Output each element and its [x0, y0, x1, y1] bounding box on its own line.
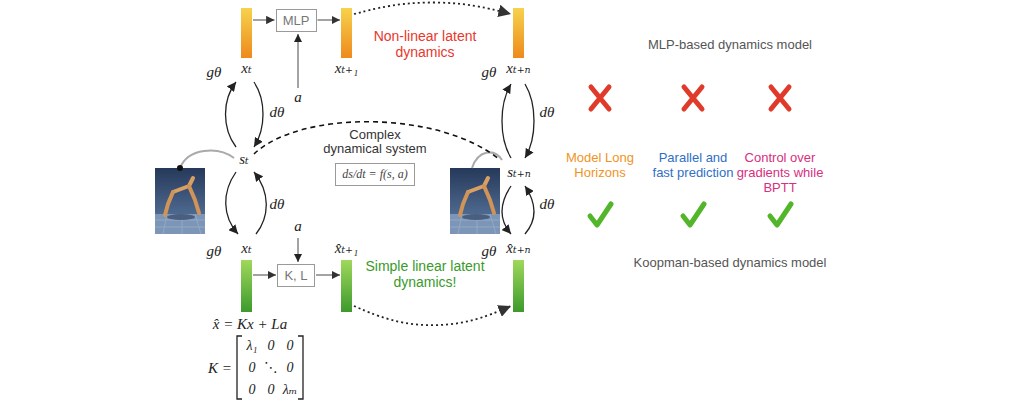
encoder-label: gθ — [482, 244, 497, 259]
decoder-arc — [525, 186, 534, 234]
encoder-arc — [502, 84, 511, 158]
action-arrow — [297, 238, 298, 262]
robot-image — [155, 168, 205, 234]
latent-vector: xₜ₊ₙ — [513, 8, 524, 58]
box-label: MLP — [283, 13, 310, 28]
action-arrow — [297, 34, 298, 88]
latent-vector: xₜ₊₁ — [341, 8, 352, 58]
matrix-entry: 0 — [287, 339, 294, 353]
matrix-entry: 0 — [249, 361, 256, 375]
check-mark — [590, 204, 611, 225]
decoder-label: dθ — [540, 105, 555, 120]
decoder-arc — [254, 172, 266, 234]
decoder-label: dθ — [540, 197, 555, 212]
rollout-arrow — [354, 3, 511, 15]
box-label: ds/dt = f(s, a) — [342, 167, 407, 182]
matrix-entry: 0 — [268, 339, 275, 353]
vector-label: xₜ₊₁ — [335, 61, 359, 76]
vector-label: xₜ₊ₙ — [506, 61, 530, 76]
state-dot — [177, 165, 183, 171]
equation-box: ds/dt = f(s, a) — [335, 163, 415, 186]
vector-label: x̂ₜ₊ₙ — [506, 241, 530, 256]
cross-mark — [771, 87, 789, 109]
matrix-entry: 0 — [268, 383, 275, 397]
action-label: a — [294, 90, 302, 105]
flow-arrow — [316, 274, 340, 275]
state-label: sₜ — [239, 152, 249, 167]
decoder-label: dθ — [270, 197, 285, 212]
matrix-name: K = — [208, 361, 232, 376]
decoder-label: dθ — [270, 105, 285, 120]
check-mark — [770, 204, 791, 225]
vector-label: x̂ₜ₊₁ — [335, 241, 359, 256]
trajectory-curve — [254, 122, 500, 160]
encoder-arc — [226, 82, 237, 147]
matrix-entry: 0 — [249, 383, 256, 397]
cross-mark — [591, 87, 609, 109]
equation-label: x̂ = Kx + La — [213, 317, 287, 332]
decoder-arc — [254, 82, 263, 147]
latent-vector: xₜ — [241, 260, 252, 312]
decoder-arc — [525, 84, 534, 158]
dynamics-note: Non-linear latent dynamics — [360, 28, 490, 60]
mlp-box: MLP — [276, 9, 317, 32]
criterion-label: Parallel and fast prediction — [651, 150, 735, 180]
criterion-label: Control over gradients while BPTT — [733, 150, 827, 195]
robot-image — [450, 168, 500, 234]
flow-arrow — [318, 19, 341, 20]
encoder-arc — [502, 186, 511, 234]
system-note: Complex dynamical system — [321, 128, 429, 156]
latent-vector: xₜ — [241, 8, 252, 58]
flow-arrow — [253, 19, 275, 20]
encoder-label: gθ — [482, 65, 497, 80]
criterion-label: Model Long Horizons — [558, 150, 642, 180]
state-leader — [180, 151, 234, 168]
matrix-entry: 0 — [287, 361, 294, 375]
action-label: a — [294, 219, 302, 234]
matrix-entry: ⋱ — [264, 361, 278, 375]
latent-vector: x̂ₜ₊₁ — [341, 260, 352, 312]
matrix-entry: λ₁ — [247, 339, 258, 353]
model-title: Koopman-based dynamics model — [634, 256, 827, 269]
encoder-label: gθ — [207, 244, 222, 259]
model-title: MLP-based dynamics model — [648, 38, 812, 51]
matrix-bracket — [298, 336, 303, 399]
vector-label: xₜ — [241, 61, 251, 76]
matrix-bracket — [237, 336, 242, 399]
latent-vector: x̂ₜ₊ₙ — [513, 260, 524, 312]
vector-label: xₜ — [241, 241, 251, 256]
cross-mark — [684, 87, 702, 109]
matrix-entry: λₘ — [283, 383, 298, 397]
state-leader — [472, 152, 502, 168]
box-label: K, L — [284, 268, 307, 283]
rollout-arrow — [354, 306, 511, 325]
dynamics-note: Simple linear latent dynamics! — [360, 258, 490, 290]
encoder-arc — [226, 172, 238, 234]
state-label: sₜ₊ₙ — [507, 165, 531, 180]
koopman-box: K, L — [277, 264, 315, 287]
flow-arrow — [253, 274, 276, 275]
check-mark — [683, 204, 704, 225]
encoder-label: gθ — [207, 65, 222, 80]
